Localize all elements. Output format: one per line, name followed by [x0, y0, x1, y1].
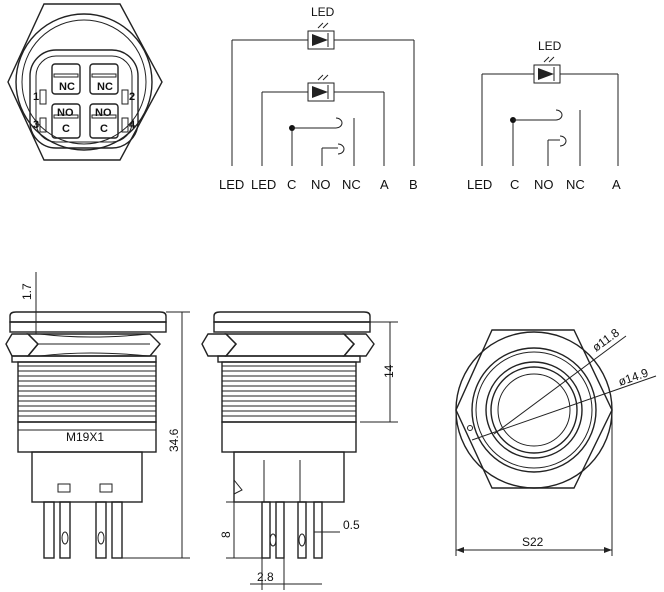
- pin-nc-left: [51, 63, 81, 95]
- terminal-nc: NC: [342, 177, 361, 192]
- dim-phi-11-8: ø11.8: [590, 325, 623, 354]
- dim-s22: S22: [522, 535, 544, 549]
- dim-0-5: 0.5: [343, 518, 360, 532]
- schematic-dual-led: LED LED LED C NO NC A B: [219, 5, 418, 192]
- pin-label-c-1: C: [62, 123, 70, 135]
- dim-1-7: 1.7: [20, 283, 34, 300]
- pin-noc-right: [89, 103, 119, 139]
- outer-ring: [15, 13, 153, 151]
- terminal-c: C: [287, 177, 296, 192]
- led-diode-1: [312, 34, 328, 46]
- thread-lines: [222, 365, 356, 417]
- pin-number-3: 3: [33, 119, 39, 131]
- pin-number-2: 2: [129, 91, 135, 103]
- terminal-no: NO: [311, 177, 331, 192]
- front-elevation: 1.7 M19X1 34.6: [5, 272, 190, 559]
- terminal-no: NO: [534, 177, 554, 192]
- pin-label-no-2: NO: [95, 107, 112, 119]
- pin-label-no-1: NO: [57, 107, 74, 119]
- pin-nc-right: [89, 63, 119, 95]
- dim-8: 8: [219, 531, 233, 538]
- pin-noc-left: [51, 103, 81, 139]
- led-title: LED: [538, 39, 562, 53]
- terminal-led-2: LED: [251, 177, 276, 192]
- terminal-b: B: [409, 177, 418, 192]
- pin-label-nc-2: NC: [97, 81, 113, 93]
- pin-housing: [29, 49, 139, 149]
- dim-2-8: 2.8: [257, 570, 274, 584]
- pin-label-nc-1: NC: [59, 81, 75, 93]
- thread-lines: [18, 365, 156, 417]
- terminal-led-1: LED: [219, 177, 244, 192]
- terminal-a: A: [380, 177, 389, 192]
- face-view: ø11.8 ø14.9 S22: [455, 325, 657, 556]
- pin-label-c-2: C: [100, 123, 108, 135]
- terminal-led: LED: [467, 177, 492, 192]
- terminal-c: C: [510, 177, 519, 192]
- led-title: LED: [311, 5, 335, 19]
- hex-outline: [7, 3, 163, 161]
- pin-number-1: 1: [33, 91, 39, 103]
- dim-14: 14: [382, 364, 396, 378]
- terminal-nc: NC: [566, 177, 585, 192]
- led-diode-2: [312, 86, 328, 98]
- dim-phi-14-9: ø14.9: [616, 366, 650, 389]
- dim-34-6: 34.6: [167, 428, 181, 452]
- pin-top-view: NC NC NO C NO C 1 2 3 4: [7, 3, 163, 161]
- led-diode: [538, 68, 554, 80]
- side-elevation: 14 8 0.5 2.8: [201, 311, 398, 590]
- schematic-single-led: LED LED C NO NC A: [467, 39, 621, 192]
- terminal-a: A: [612, 177, 621, 192]
- pin-number-4: 4: [129, 119, 136, 131]
- dim-thread: M19X1: [66, 430, 104, 444]
